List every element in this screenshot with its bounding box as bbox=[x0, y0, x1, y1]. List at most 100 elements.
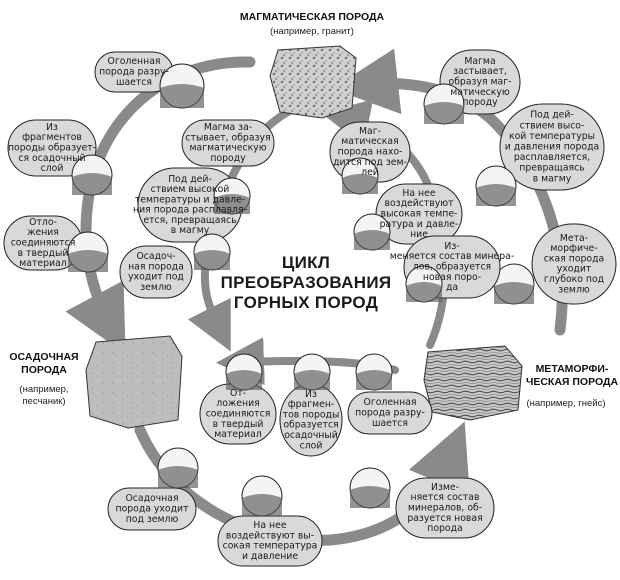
step-text-line: материал bbox=[214, 429, 261, 440]
step-panel bbox=[531, 223, 617, 305]
step-text-line: ская порода bbox=[544, 253, 604, 264]
step-text-line: ствием высокой bbox=[151, 184, 230, 195]
step-illustration-strata bbox=[406, 282, 442, 302]
inner-cycle-steps: Магма за-стывает, образуямагматическуюпо… bbox=[119, 119, 514, 457]
step-text-line: ние bbox=[410, 229, 428, 240]
step-illustration-strata bbox=[72, 173, 112, 195]
step-text-line: застывает, bbox=[453, 66, 507, 77]
step-text-line: уходит под bbox=[128, 272, 184, 283]
step-text-line: матическую bbox=[450, 87, 510, 98]
step-text-line: образуя маг- bbox=[449, 77, 512, 88]
step-text-line: От- bbox=[230, 388, 246, 399]
step-text-line: ратура и давле- bbox=[380, 219, 459, 230]
step-text-line: расплавляется, bbox=[514, 152, 590, 163]
step-text-line: Магма bbox=[464, 56, 495, 67]
step-text-line: ся осадочный bbox=[18, 153, 85, 164]
granite-rock-sample bbox=[269, 45, 357, 119]
step-text-line: породу bbox=[210, 153, 246, 164]
metamorphic-rock-example: (например, гнейс) bbox=[526, 398, 605, 409]
step-text-line: ния порода расплавля- bbox=[133, 205, 247, 216]
step-illustration-strata bbox=[294, 370, 330, 390]
step-text-line: температуры и давле- bbox=[135, 194, 245, 205]
step-text-line: ствием высо- bbox=[520, 120, 585, 131]
step-panel bbox=[395, 477, 495, 539]
step-text-line: ная порода bbox=[128, 261, 184, 272]
step-text-line: Магма за- bbox=[204, 122, 252, 133]
step-text-line: слой bbox=[41, 163, 64, 174]
step-text-line: Оголенная bbox=[364, 397, 417, 408]
sandstone-rock-sample bbox=[85, 335, 183, 429]
step-text-line: породы образует- bbox=[8, 143, 96, 154]
step-panel bbox=[347, 391, 433, 435]
step-text-line: шается bbox=[116, 77, 152, 88]
step-text-line: фрагментов bbox=[22, 132, 82, 143]
step-text-line: порода разру- bbox=[99, 67, 169, 78]
step-text-line: образуется bbox=[283, 420, 338, 431]
step-text-line: Под дей- bbox=[530, 110, 574, 121]
step-text-line: слой bbox=[300, 440, 323, 451]
step-text-line: матическая bbox=[341, 136, 398, 147]
step-text-line: порода нахо- bbox=[338, 147, 403, 158]
gneiss-rock-sample bbox=[423, 345, 523, 421]
step-text-line: породу bbox=[462, 97, 498, 108]
step-panel bbox=[7, 119, 97, 177]
step-text-line: глубоко под bbox=[544, 274, 604, 285]
step-text-line: Из- bbox=[444, 241, 459, 252]
step-text-line: ется, превращаясь bbox=[143, 215, 236, 226]
step-text-line: шается bbox=[372, 418, 408, 429]
step-text-line: материал bbox=[19, 258, 66, 269]
rock-samples bbox=[85, 45, 523, 429]
step-text-line: в магму bbox=[171, 225, 210, 236]
step-illustration-strata bbox=[424, 102, 464, 124]
step-illustration-strata bbox=[494, 282, 534, 304]
step-text-line: соединяются bbox=[206, 409, 271, 420]
step-text-line: магматическую bbox=[189, 143, 266, 154]
step-text-line: минералов, об- bbox=[408, 503, 482, 514]
step-text-line: Под дей- bbox=[168, 174, 212, 185]
step-illustration-strata bbox=[226, 370, 262, 390]
step-text-line: землю bbox=[140, 282, 172, 293]
step-illustration-strata bbox=[68, 250, 108, 272]
step-text-line: воздействуют bbox=[384, 198, 454, 209]
step-text-line: землю bbox=[558, 284, 590, 295]
rock-labels: МАГМАТИЧЕСКАЯ ПОРОДА(например, гранит)ОС… bbox=[9, 11, 618, 409]
igneous-rock-title: МАГМАТИЧЕСКАЯ ПОРОДА bbox=[240, 11, 385, 23]
step-text-line: меняется состав минера- bbox=[390, 251, 514, 262]
step-text-line: Изме- bbox=[431, 482, 459, 493]
step-text-line: лов, образуется bbox=[413, 262, 491, 273]
step-text-line: дится под зем- bbox=[333, 157, 407, 168]
step-panel bbox=[107, 487, 197, 531]
step-text-line: няется состав bbox=[411, 492, 480, 503]
step-illustration-strata bbox=[194, 250, 230, 270]
step-illustration-strata bbox=[350, 486, 390, 508]
step-illustration-strata bbox=[476, 184, 516, 206]
igneous-rock-example: (например, гранит) bbox=[270, 26, 354, 37]
step-text-line: Осадочная bbox=[125, 493, 178, 504]
step-text-line: стывает, образуя bbox=[185, 132, 270, 143]
step-text-line: фрагмен- bbox=[288, 399, 335, 410]
step-text-line: Из bbox=[305, 389, 317, 400]
step-text-line: Из bbox=[46, 122, 58, 133]
step-illustration-strata bbox=[342, 174, 378, 194]
step-text-line: лей bbox=[361, 167, 379, 178]
step-text-line: и давление bbox=[242, 551, 298, 562]
metamorphic-rock-title: ЧЕСКАЯ ПОРОДА bbox=[526, 376, 619, 388]
step-text-line: Оголенная bbox=[108, 56, 161, 67]
step-text-line: да bbox=[446, 282, 458, 293]
step-text-line: Мета- bbox=[560, 233, 588, 244]
step-panel bbox=[181, 119, 275, 167]
step-text-line: порода bbox=[427, 523, 462, 534]
step-illustration-strata bbox=[354, 230, 390, 250]
step-text-line: сокая температура bbox=[223, 541, 318, 552]
step-illustration-strata bbox=[160, 84, 204, 108]
step-text-line: уходит bbox=[557, 264, 592, 275]
